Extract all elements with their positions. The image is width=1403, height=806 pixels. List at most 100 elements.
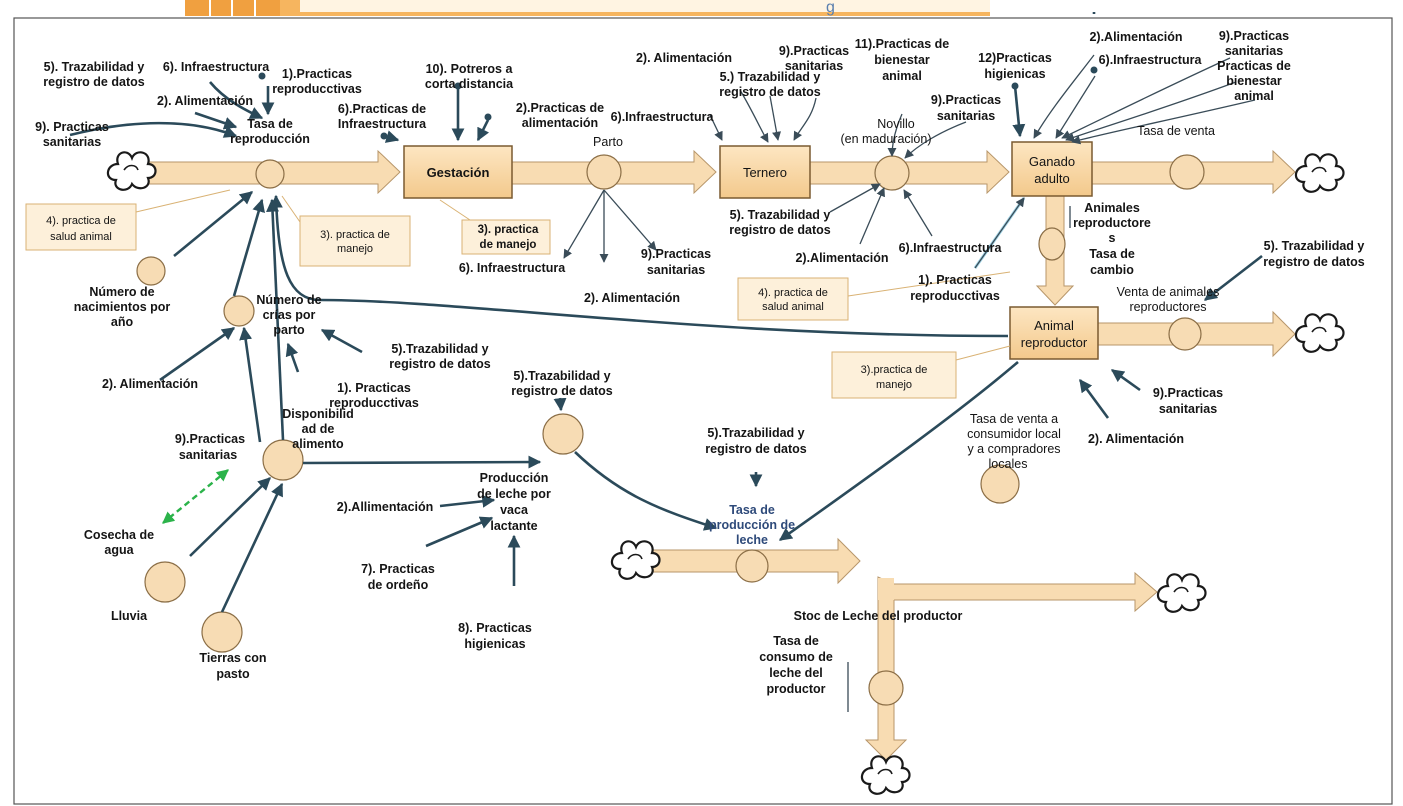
label-l18-2: sanitarias (1225, 44, 1283, 58)
flow-tasa-venta-consumidor-2: consumidor local (967, 427, 1061, 441)
label-l06-1: 10). Potreros a (426, 62, 514, 76)
flow-tasa-reproduccion-1: Tasa de (247, 117, 293, 131)
flow-animales-reproductores-4: Tasa de (1089, 247, 1135, 261)
flow-venta-reproductores-1: Venta de animales (1117, 285, 1220, 299)
flow-animales-reproductores-5: cambio (1090, 263, 1134, 277)
label-l19-1: 5). Trazabilidad y (730, 208, 831, 222)
var-cosecha-agua-2: agua (104, 543, 134, 557)
label-l30-1: 5).Trazabilidad y (513, 369, 610, 383)
label-l20: 2).Alimentación (795, 251, 888, 265)
label-l10-2: registro de datos (719, 85, 820, 99)
stock-gestacion: Gestación (403, 145, 513, 199)
label-l10-1: 5.) Trazabilidad y (720, 70, 821, 84)
label-l31-1: 9).Practicas (175, 432, 245, 446)
label-l05-1: 9). Practicas (35, 120, 109, 134)
label-l15-2: sanitarias (937, 109, 995, 123)
label-l21: 6).Infraestructura (899, 241, 1003, 255)
label-l09: 2). Alimentación (636, 51, 732, 65)
callout-c4: 4). practica de salud animal (737, 271, 1011, 321)
var-nacimientos-3: año (111, 315, 134, 329)
label-l18-1: 9).Practicas (1219, 29, 1289, 43)
var-produccion-leche-2: de leche por (477, 487, 551, 501)
label-l31-2: sanitarias (179, 448, 237, 462)
callout-c1-line-1: 4). practica de (46, 215, 116, 227)
label-l30-2: registro de datos (511, 384, 612, 398)
label-l29-2: reproducctivas (329, 396, 419, 410)
stock-ternero: Ternero (719, 145, 811, 199)
label-l17: 6).Infraestructura (1099, 53, 1203, 67)
flow-tasa-leche-1: Tasa de (729, 503, 775, 517)
callout-c1: 4). practica de salud animal (25, 189, 231, 251)
var-tierras-2: pasto (216, 667, 250, 681)
callout-c2: 3). practica de manejo (281, 195, 411, 267)
label-l37-1: 8). Practicas (458, 621, 532, 635)
label-l27: 2). Alimentación (102, 377, 198, 391)
label-l02: 6). Infraestructura (163, 60, 270, 74)
label-l19-2: registro de datos (729, 223, 830, 237)
flow-labels: Tasa de reproducción Parto Novillo (en m… (230, 117, 1219, 696)
flow-animales-reproductores-2: reproductore (1073, 216, 1151, 230)
markers (258, 66, 1098, 140)
thin-connectors (162, 54, 1256, 712)
label-l28-2: registro de datos (389, 357, 490, 371)
label-l03-2: reproducctivas (272, 82, 362, 96)
label-l14-1: 12)Practicas (978, 51, 1052, 65)
label-l34-2: registro de datos (705, 442, 806, 456)
callout-c3-line-1: 3). practica (478, 224, 539, 236)
variable-labels: Número de nacimientos por año Número de … (74, 285, 551, 681)
var-lluvia: Lluvia (111, 609, 148, 623)
callout-c3-line-2: de manejo (480, 239, 537, 251)
label-l03-1: 1).Practicas (282, 67, 352, 81)
label-l32-2: sanitarias (1159, 402, 1217, 416)
flow-venta-reproductores-2: reproductores (1129, 300, 1206, 314)
stock-ganado-adulto: Ganado adulto (1011, 141, 1093, 197)
stock-reproductor-label-2: reproductor (1021, 335, 1088, 350)
label-l29-1: 1). Practicas (337, 381, 411, 395)
var-disponibilidad-2: ad de (302, 422, 335, 436)
label-l13-2: bienestar (874, 53, 930, 67)
label-l12: 6).Infraestructura (611, 110, 715, 124)
callout-c5: 3).practica de manejo (831, 345, 1011, 399)
var-produccion-leche-1: Producción (480, 471, 549, 485)
flow-tasa-leche-2: producción de (709, 518, 795, 532)
label-l36-2: de ordeño (368, 578, 429, 592)
var-nacimientos-1: Número de (89, 285, 154, 299)
label-l07-1: 6).Practicas de (338, 102, 426, 116)
label-l25: 2). Alimentación (584, 291, 680, 305)
label-l06-2: corta distancia (425, 77, 514, 91)
label-l11-1: 9).Practicas (779, 44, 849, 58)
header-title: g (826, 0, 835, 16)
var-disponibilidad-1: Disponibilid (282, 407, 354, 421)
var-produccion-leche-3: vaca (500, 503, 529, 517)
label-l26-2: registro de datos (1263, 255, 1364, 269)
flow-tasa-venta-consumidor-4: locales (989, 457, 1028, 471)
label-l04: 2). Alimentación (157, 94, 253, 108)
var-nacimientos-2: nacimientos por (74, 300, 171, 314)
stock-animal-reproductor: Animal reproductor (1009, 306, 1099, 360)
label-l11-2: sanitarias (785, 59, 843, 73)
label-l01-1: 5). Trazabilidad y (44, 60, 145, 74)
flow-tasa-leche-3: leche (736, 533, 768, 547)
flow-tasa-consumo-4: productor (766, 682, 825, 696)
stock-reproductor-label-1: Animal (1034, 318, 1074, 333)
label-l33: 2). Alimentación (1088, 432, 1184, 446)
callout-c2-line-1: 3). practica de (320, 229, 390, 241)
label-l13-3: animal (882, 69, 922, 83)
callout-c4-line-1: 4). practica de (758, 287, 828, 299)
label-l18-4: bienestar (1226, 74, 1282, 88)
label-l22-1: 1). Practicas (918, 273, 992, 287)
label-l22-2: reproducctivas (910, 289, 1000, 303)
callout-c3: 3). practica de manejo (439, 199, 551, 255)
callout-c2-line-2: manejo (337, 243, 373, 255)
callout-c5-line-1: 3).practica de (861, 364, 928, 376)
label-l08-2: alimentación (522, 116, 598, 130)
label-l32-1: 9).Practicas (1153, 386, 1223, 400)
var-produccion-leche-4: lactante (490, 519, 537, 533)
flow-tasa-reproduccion-2: reproducción (230, 132, 310, 146)
label-l15-1: 9).Practicas (931, 93, 1001, 107)
stock-ternero-label: Ternero (743, 165, 787, 180)
callout-c4-line-2: salud animal (762, 301, 824, 313)
stock-ganado-label-2: adulto (1034, 171, 1069, 186)
stock-ganado-label-1: Ganado (1029, 154, 1075, 169)
